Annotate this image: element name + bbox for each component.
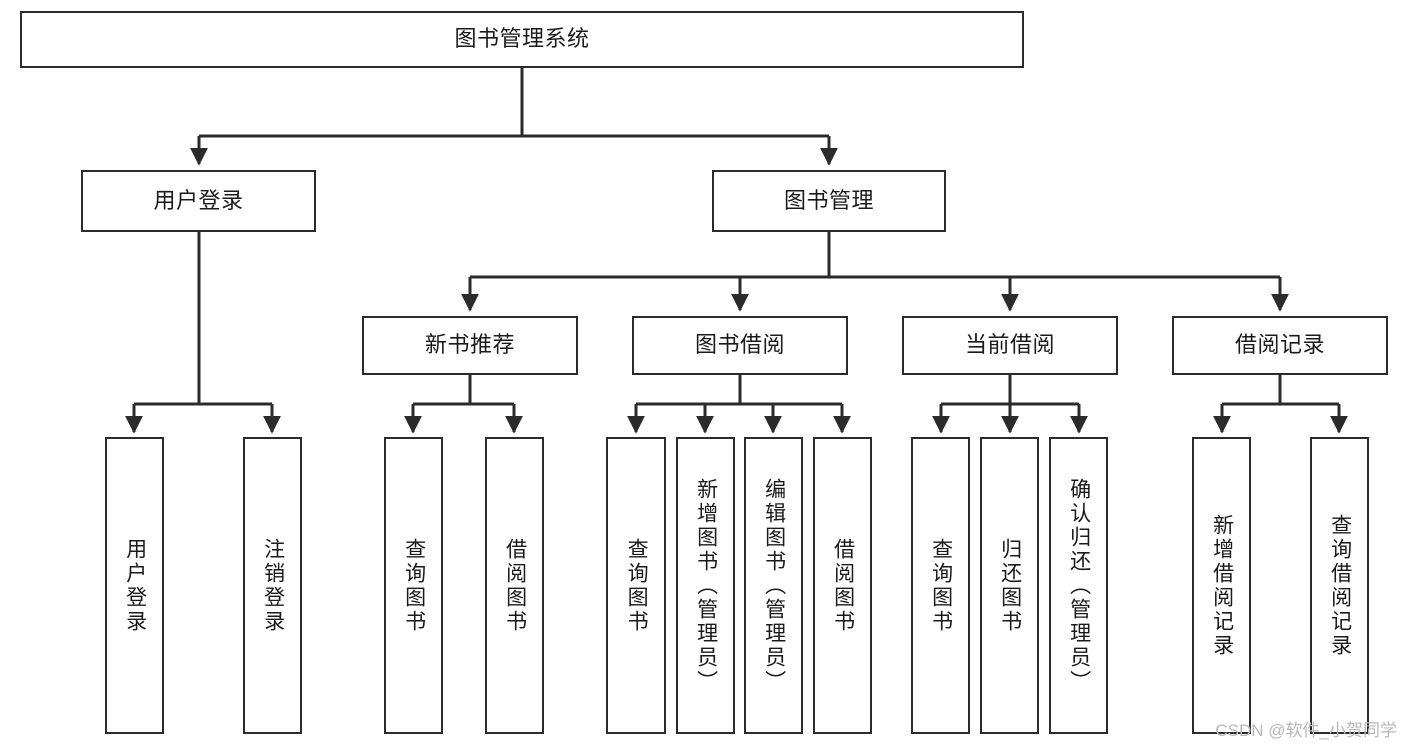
node-borrow-record-label: 借阅记录: [1234, 332, 1325, 358]
leaf-logout-login[interactable]: 注销登录: [243, 437, 302, 734]
node-borrow-record[interactable]: 借阅记录: [1172, 316, 1388, 375]
leaf-query-book-2-label: 查询图书: [625, 537, 649, 634]
node-new-book-recommend[interactable]: 新书推荐: [362, 316, 578, 375]
node-user-login-label: 用户登录: [153, 187, 244, 213]
leaf-user-login[interactable]: 用户登录: [105, 437, 164, 734]
leaf-return-book-label: 归还图书: [998, 537, 1022, 634]
leaf-query-book-2[interactable]: 查询图书: [606, 437, 666, 734]
leaf-borrow-book-1-label: 借阅图书: [503, 537, 527, 634]
leaf-add-book-label: 新增图书（管理员）: [694, 477, 718, 694]
leaf-edit-book[interactable]: 编辑图书（管理员）: [744, 437, 803, 734]
leaf-edit-book-label: 编辑图书（管理员）: [762, 477, 786, 694]
leaf-user-login-label: 用户登录: [123, 537, 147, 634]
leaf-confirm-return-label: 确认归还（管理员）: [1067, 477, 1091, 694]
leaf-add-record[interactable]: 新增借阅记录: [1192, 437, 1251, 734]
leaf-add-book[interactable]: 新增图书（管理员）: [676, 437, 735, 734]
node-current-borrow-label: 当前借阅: [964, 332, 1055, 358]
node-book-borrow-label: 图书借阅: [694, 332, 785, 358]
leaf-borrow-book-2-label: 借阅图书: [831, 537, 855, 634]
leaf-query-record[interactable]: 查询借阅记录: [1310, 437, 1369, 734]
leaf-logout-login-label: 注销登录: [261, 537, 285, 634]
node-root-label: 图书管理系统: [454, 26, 590, 52]
leaf-query-book-1-label: 查询图书: [402, 537, 426, 634]
leaf-query-book-3[interactable]: 查询图书: [911, 437, 970, 734]
node-user-login[interactable]: 用户登录: [81, 170, 316, 232]
node-root[interactable]: 图书管理系统: [20, 11, 1024, 68]
node-book-manage[interactable]: 图书管理: [712, 170, 946, 232]
leaf-query-book-3-label: 查询图书: [929, 537, 953, 634]
leaf-query-book-1[interactable]: 查询图书: [384, 437, 443, 734]
node-new-book-recommend-label: 新书推荐: [424, 332, 515, 358]
leaf-add-record-label: 新增借阅记录: [1210, 513, 1234, 658]
leaf-confirm-return[interactable]: 确认归还（管理员）: [1049, 437, 1108, 734]
leaf-borrow-book-1[interactable]: 借阅图书: [485, 437, 544, 734]
leaf-query-record-label: 查询借阅记录: [1328, 513, 1352, 658]
node-book-borrow[interactable]: 图书借阅: [632, 316, 848, 375]
leaf-return-book[interactable]: 归还图书: [980, 437, 1039, 734]
node-book-manage-label: 图书管理: [783, 187, 874, 213]
node-current-borrow[interactable]: 当前借阅: [902, 316, 1118, 375]
leaf-borrow-book-2[interactable]: 借阅图书: [813, 437, 872, 734]
